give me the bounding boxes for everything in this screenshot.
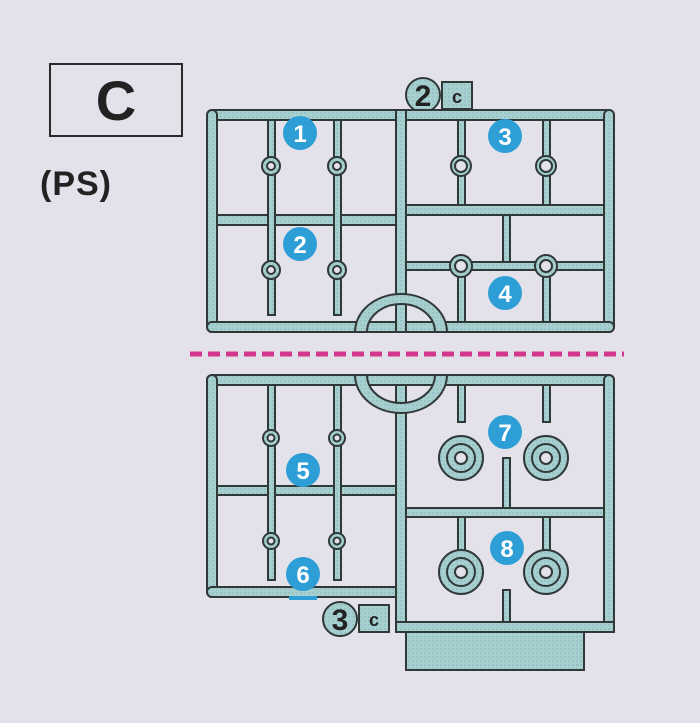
part-number: 1 bbox=[293, 121, 306, 148]
part-rings-2 bbox=[261, 260, 347, 280]
part-washers-8 bbox=[438, 549, 569, 595]
part-number-badge-8: 8 bbox=[490, 531, 524, 565]
part-number: 6 bbox=[296, 562, 309, 589]
part-number-badge-7: 7 bbox=[488, 415, 522, 449]
runner-frame-bottom bbox=[206, 374, 615, 671]
part-number-badge-5: 5 bbox=[286, 453, 320, 487]
part-rings-5 bbox=[262, 429, 346, 447]
part-number-badge-2: 2 bbox=[283, 227, 317, 261]
runner-tag-letter: c bbox=[369, 610, 379, 630]
part-number-badge-4: 4 bbox=[488, 276, 522, 310]
part-rings-3 bbox=[450, 155, 557, 177]
runner-tag-3: 3 c bbox=[322, 601, 390, 637]
part-rings-6 bbox=[262, 532, 346, 550]
runner-tag-2: 2 c bbox=[405, 77, 473, 113]
part-rings-4 bbox=[449, 254, 558, 278]
part-number: 5 bbox=[296, 458, 309, 485]
runner-tag-number: 3 bbox=[332, 604, 349, 637]
material-label: (PS) bbox=[40, 165, 112, 203]
part-number: 8 bbox=[500, 536, 513, 563]
runner-tag-number: 2 bbox=[415, 80, 432, 113]
part-number: 4 bbox=[498, 281, 512, 308]
part-number: 7 bbox=[498, 420, 511, 447]
part-letter: C bbox=[95, 68, 137, 132]
part-number-badge-1: 1 bbox=[283, 116, 317, 150]
part-number: 2 bbox=[293, 232, 306, 259]
part-number-underline bbox=[289, 596, 317, 600]
runner-frame-top bbox=[206, 109, 615, 333]
part-number-badge-6: 6 bbox=[286, 557, 320, 600]
part-rings-1 bbox=[261, 156, 347, 176]
part-letter-box: C bbox=[49, 63, 183, 137]
part-washers-7 bbox=[438, 435, 569, 481]
part-number: 3 bbox=[498, 124, 511, 151]
runner-tag-letter: c bbox=[452, 87, 462, 107]
part-number-badge-3: 3 bbox=[488, 119, 522, 153]
